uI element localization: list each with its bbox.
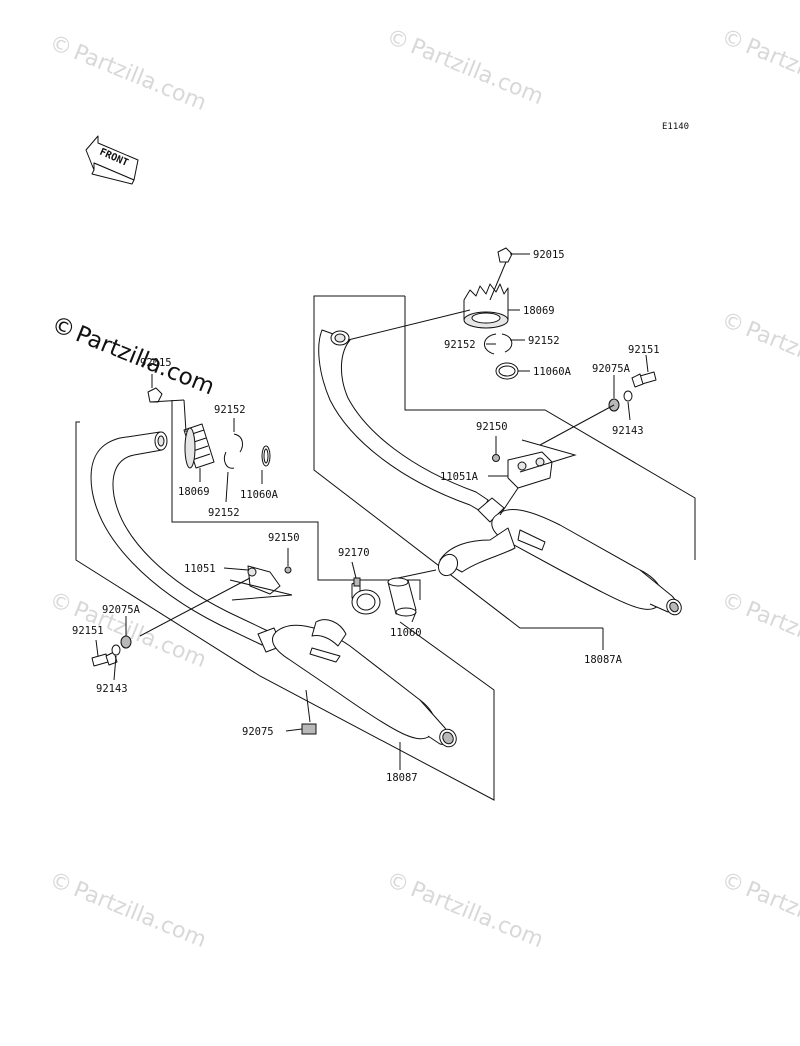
svg-text:©: © [718,867,748,898]
frame-18087A [313,295,603,629]
svg-text:Partzilla.com: Partzilla.com [407,877,547,953]
watermark: © Partzilla.com [718,587,800,673]
diagram-code: E1140 [662,122,689,132]
watermark-dark: © Partzilla.com [48,311,218,400]
frame-18087-left [75,421,495,801]
svg-text:©: © [46,30,76,61]
grommet-92075 [301,723,317,735]
label-92015-right: 92015 [533,249,565,261]
label-92152-left-1: 92152 [214,404,246,416]
label-18087A: 18087A [584,654,623,666]
svg-text:©: © [718,307,748,338]
label-11060A-left: 11060A [240,489,279,501]
left-collar-92075A [120,635,132,649]
label-11060: 11060 [390,627,422,639]
left-halfring-92152 [233,433,243,453]
label-11051A: 11051A [440,471,479,483]
clamp-92170 [351,577,381,615]
watermark: © Partzilla.com [718,24,800,110]
svg-text:Partzilla.com: Partzilla.com [742,877,800,953]
frame-18087 [171,400,421,600]
svg-text:Partzilla.com: Partzilla.com [407,34,547,110]
label-18069-right: 18069 [523,305,555,317]
svg-text:©: © [46,587,76,618]
svg-text:Partzilla.com: Partzilla.com [70,40,210,116]
label-92170: 92170 [338,547,370,559]
right-gasket-18069 [463,283,509,329]
watermark: © Partzilla.com [718,307,800,393]
label-92015-left: 92015 [140,357,172,369]
label-92152-left-2: 92152 [208,507,240,519]
part-labels: 92015 18069 92152 92152 11060A 92151 920… [72,249,660,784]
right-exhaust-pipe [318,329,505,523]
label-92152-right-2: 92152 [528,335,560,347]
label-92152-right-1: 92152 [444,339,476,351]
svg-text:©: © [383,24,413,55]
label-92151-right: 92151 [628,344,660,356]
right-nut-92150 [492,454,500,462]
watermark: © Partzilla.com [718,867,800,953]
right-bracket-11051A [507,451,553,489]
left-nut-92150 [284,566,292,574]
label-11051: 11051 [184,563,216,575]
svg-text:©: © [46,867,76,898]
svg-text:Partzilla.com: Partzilla.com [742,34,800,110]
label-92143-right: 92143 [612,425,644,437]
right-muffler [437,509,682,616]
left-nut-92015 [147,387,163,403]
svg-text:Partzilla.com: Partzilla.com [742,597,800,673]
label-92143-left: 92143 [96,683,128,695]
left-ring-11060A [261,445,271,467]
watermark: © Partzilla.com [383,24,547,110]
left-muffler [272,619,457,748]
label-92150-left: 92150 [268,532,300,544]
front-arrow-icon: FRONT [85,135,139,185]
watermark: © Partzilla.com [46,867,210,953]
left-gasket-18069 [183,423,215,469]
svg-text:©: © [718,24,748,55]
watermark: © Partzilla.com [383,867,547,953]
right-nut-92015 [497,247,513,263]
label-11060A-right: 11060A [533,366,572,378]
label-18087: 18087 [386,772,418,784]
svg-text:©: © [718,587,748,618]
svg-text:Partzilla.com: Partzilla.com [70,877,210,953]
label-92075A-right: 92075A [592,363,631,375]
label-92151-left: 92151 [72,625,104,637]
left-washer-92143 [111,644,121,656]
svg-text:Partzilla.com: Partzilla.com [742,317,800,393]
svg-text:©: © [383,867,413,898]
label-18069-left: 18069 [178,486,210,498]
label-92075A-left: 92075A [102,604,141,616]
frame-18087A-right [404,296,696,560]
tube-11060 [387,577,417,617]
label-92075: 92075 [242,726,274,738]
right-washer-92143 [623,390,633,402]
right-halfring-92152 [484,333,497,355]
label-92150-right: 92150 [476,421,508,433]
watermark: © Partzilla.com [46,30,210,116]
watermark-layer: © Partzilla.com © Partzilla.com © Partzi… [46,24,800,953]
